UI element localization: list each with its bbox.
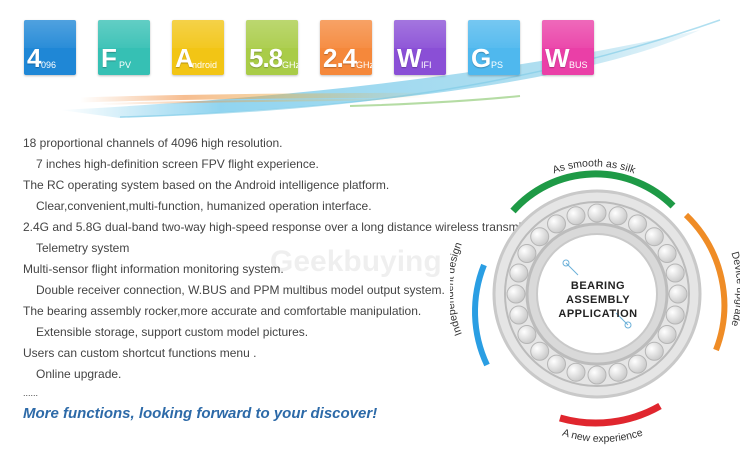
bearing-ball (644, 227, 664, 247)
bearing-ball (608, 362, 628, 382)
arc-as-smooth-as-silk (510, 170, 676, 214)
bearing-ball (517, 244, 537, 263)
feature-line: 2.4G and 5.8G dual-band two-way high-spe… (23, 220, 591, 234)
bearing-ball (517, 325, 537, 344)
tile-big-text: 5.8 (249, 43, 283, 73)
bearing-ball (509, 263, 529, 283)
tile-gps: G PS (468, 20, 520, 75)
arc-label-right: Device upgrade (728, 250, 740, 328)
tile-android: A ndroid (172, 20, 224, 75)
bearing-ball (644, 341, 664, 361)
bearing-ball (587, 203, 607, 223)
feature-tile-row: 4 096 F PV A ndroid 5.8 GHz 2.4 GHz W IF… (24, 20, 624, 80)
tile-big-text: A (175, 43, 194, 73)
bearing-diagram: As smooth as silk Device upgrade A new e… (450, 157, 740, 445)
arc-label-bottom: A new experience (561, 427, 645, 445)
bearing-balls (506, 203, 688, 385)
bearing-center-label: BEARING ASSEMBLY APPLICATION (557, 279, 639, 321)
bearing-ball (506, 284, 526, 304)
tile-fpv: F PV (98, 20, 150, 75)
center-line: ASSEMBLY (565, 294, 631, 306)
tile-big-text: W (545, 43, 570, 73)
tile-5-8ghz: 5.8 GHz (246, 20, 298, 75)
arc-independent-design (472, 263, 490, 367)
tile-small-text: PS (491, 60, 504, 70)
feature-line: Online upgrade. (36, 367, 122, 381)
arc-device-upgrade (683, 212, 728, 352)
bearing-ball (530, 341, 550, 361)
bearing-ball (665, 263, 685, 283)
paint-brush-streak (60, 19, 721, 118)
tagline: More functions, looking forward to your … (23, 405, 378, 422)
tile-small-text: IFI (421, 60, 432, 70)
bearing-ball (657, 325, 677, 344)
tile-wbus: W BUS (542, 20, 594, 75)
tile-small-text: GHz (356, 60, 372, 70)
feature-line: Users can custom shortcut functions menu… (23, 346, 257, 360)
bearing-ball (608, 206, 628, 226)
feature-line: 18 proportional channels of 4096 high re… (23, 136, 283, 150)
tile-big-text: 4 (27, 43, 42, 73)
tile-wifi: W IFI (394, 20, 446, 75)
tile-small-text: 096 (41, 60, 57, 70)
bearing-ball (628, 214, 647, 234)
tile-small-text: PV (119, 60, 132, 70)
feature-line: The bearing assembly rocker,more accurat… (23, 304, 422, 318)
feature-line: Extensible storage, support custom model… (36, 325, 309, 339)
feature-line: 7 inches high-definition screen FPV flig… (36, 157, 319, 171)
bearing-ball (566, 362, 586, 382)
bearing-ball (530, 227, 550, 247)
feature-line: Clear,convenient,multi-function, humaniz… (36, 199, 372, 213)
bearing-ball (665, 305, 685, 325)
tile-small-text: GHz (282, 60, 298, 70)
bearing-ball (657, 244, 677, 263)
tile-small-text: ndroid (192, 60, 218, 70)
bearing-ball (547, 354, 566, 374)
tile-2-4ghz: 2.4 GHz (320, 20, 372, 75)
feature-line: The RC operating system based on the And… (23, 178, 390, 192)
tile-big-text: F (101, 43, 117, 73)
watermark: Geekbuying (270, 245, 442, 278)
bearing-ball (547, 214, 566, 234)
arc-a-new-experience (559, 402, 662, 427)
bearing-ball (628, 354, 647, 374)
center-line: BEARING (570, 280, 626, 292)
tile-big-text: 2.4 (323, 43, 357, 73)
feature-line: Double receiver connection, W.BUS and PP… (36, 283, 445, 297)
tile-4096: 4 096 (24, 20, 76, 75)
feature-ellipsis: ...... (23, 388, 39, 398)
feature-line: Multi-sensor flight information monitori… (23, 262, 284, 276)
bearing-ball (668, 284, 688, 304)
feature-line: Telemetry system (36, 241, 130, 255)
center-line: APPLICATION (558, 308, 638, 320)
bearing-ball (509, 305, 529, 325)
tile-small-text: BUS (569, 60, 588, 70)
tile-big-text: G (471, 43, 491, 73)
bearing-ball (566, 206, 586, 226)
bearing-ball (587, 365, 607, 385)
tile-big-text: W (397, 43, 422, 73)
arc-label-left: Independent design (450, 241, 465, 338)
